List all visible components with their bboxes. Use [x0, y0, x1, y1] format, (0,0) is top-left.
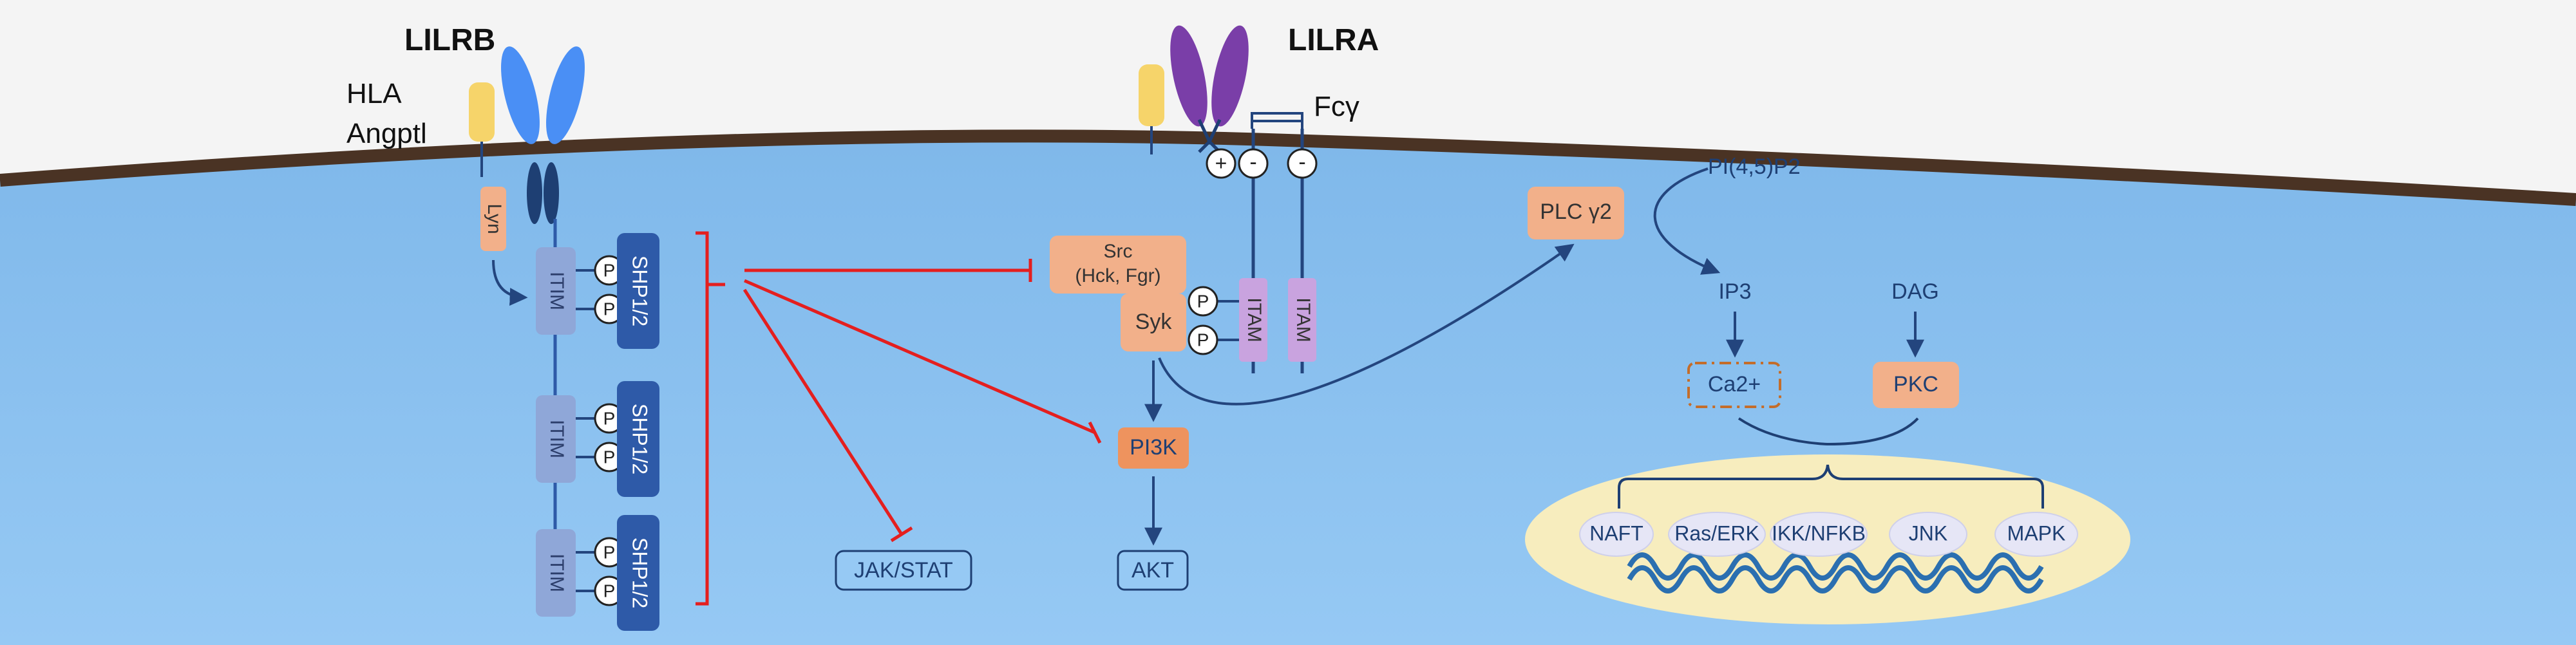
lilra-ig-domain-left [1170, 25, 1208, 127]
svg-text:JAK/STAT: JAK/STAT [854, 558, 953, 583]
itam-motif-1: ITAM [1239, 278, 1267, 362]
transcription-factor: MAPK [1994, 512, 2078, 557]
transcription-factor: Ras/ERK [1668, 512, 1766, 557]
transcription-factor: IKK/NFKB [1770, 512, 1868, 557]
lilrb-tm-left [527, 162, 542, 224]
shp-label: SHP1/2 [629, 256, 652, 326]
phospho-site: P [594, 537, 625, 568]
transcription-factor-label: MAPK [2007, 521, 2066, 545]
pip2-to-ip3-arrow [1653, 167, 1721, 275]
lilrb-ig-domain-right [546, 46, 585, 144]
lilra-hinge [1197, 118, 1222, 153]
transcription-factor-label: JNK [1909, 521, 1947, 545]
hla-label: HLA [346, 78, 402, 109]
angptl-label: Angptl [346, 118, 427, 149]
svg-text:+: + [1215, 151, 1227, 174]
shp-phosphatase: SHP1/2 [617, 515, 659, 631]
svg-text:P: P [1197, 291, 1209, 311]
pip2-label: PI(4,5)P2 [1708, 154, 1801, 179]
svg-text:PKC: PKC [1893, 372, 1938, 397]
svg-text:P: P [603, 542, 616, 562]
plasma-membrane [0, 129, 2576, 206]
svg-text:Src: Src [1104, 241, 1133, 262]
transcription-factor-label: NAFT [1589, 521, 1643, 545]
syk-phospho-1: P [1188, 286, 1239, 317]
svg-text:ITAM: ITAM [1293, 297, 1314, 342]
phospho-site: P [594, 294, 625, 324]
shp-label: SHP1/2 [629, 538, 652, 608]
svg-text:PI3K: PI3K [1130, 435, 1177, 460]
transcription-factor: JNK [1889, 512, 1967, 557]
phospho-site: P [594, 403, 625, 434]
pkc-node: PKC [1873, 362, 1959, 408]
itim-unit: ITIM PP SHP1/2 [536, 381, 659, 497]
inhibition-bracket [696, 231, 725, 606]
transcription-factor-label: IKK/NFKB [1772, 521, 1866, 545]
pi3k-node: PI3K [1118, 427, 1189, 469]
plcg2-node: PLC γ2 [1528, 187, 1624, 239]
ca2-node: Ca2+ [1687, 362, 1781, 408]
ip3-label: IP3 [1718, 279, 1751, 304]
lilrb-tm-right [544, 162, 559, 224]
svg-text:P: P [1197, 330, 1209, 350]
inhibit-jakstat [743, 288, 913, 543]
transcription-factor-label: Ras/ERK [1674, 521, 1759, 545]
svg-text:AKT: AKT [1132, 558, 1174, 583]
syk-phospho-2: P [1188, 324, 1239, 355]
svg-text:P: P [603, 299, 616, 319]
itim-label: ITIM [546, 272, 567, 310]
svg-text:P: P [603, 581, 616, 601]
syk-to-plcg2-arrow [1158, 243, 1575, 406]
transcription-brace [1618, 464, 2044, 509]
svg-text:PLC γ2: PLC γ2 [1540, 200, 1612, 224]
svg-text:-: - [1249, 150, 1256, 174]
lilrb-label: LILRB [404, 23, 495, 57]
lyn-label: Lyn [484, 203, 505, 234]
inhibit-src [744, 259, 1032, 282]
src-kinase: Src (Hck, Fgr) [1050, 236, 1186, 294]
svg-text:ITAM: ITAM [1244, 297, 1265, 342]
dna-helix [1627, 552, 2044, 594]
itam-motif-2: ITAM [1288, 278, 1316, 362]
shp-label: SHP1/2 [629, 404, 652, 474]
svg-text:-: - [1298, 150, 1305, 174]
svg-text:P: P [603, 408, 616, 428]
lilra-ligand [1139, 64, 1164, 126]
lyn-kinase: Lyn [480, 187, 506, 251]
inhibit-pi3k [744, 279, 1102, 444]
svg-text:(Hck, Fgr): (Hck, Fgr) [1075, 265, 1160, 286]
fcgamma-label: Fcγ [1314, 91, 1359, 122]
lyn-arrow [492, 259, 528, 306]
charge-minus-2: - [1287, 148, 1318, 179]
fcgamma-chain [1251, 112, 1303, 129]
jak-stat-node: JAK/STAT [835, 550, 972, 591]
svg-text:Syk: Syk [1135, 310, 1173, 334]
lilrb-ligand [469, 82, 495, 142]
transcription-factors: NAFT Ras/ERK IKK/NFKB JNK MAPK [1579, 512, 2078, 557]
charge-plus: + [1206, 148, 1236, 179]
svg-text:Ca2+: Ca2+ [1708, 372, 1761, 397]
lilra-label: LILRA [1288, 23, 1379, 57]
syk-kinase: Syk [1121, 294, 1186, 351]
cell-interior [0, 136, 2576, 645]
transcription-factor: NAFT [1579, 512, 1654, 557]
shp-phosphatase: SHP1/2 [617, 381, 659, 497]
itim-unit: ITIM PP SHP1/2 [536, 515, 659, 631]
dag-label: DAG [1891, 279, 1939, 304]
lilra-ig-domain-right [1211, 25, 1249, 127]
itim-unit: ITIM PP SHP1/2 [536, 233, 659, 349]
charge-minus-1: - [1238, 148, 1269, 179]
akt-node: AKT [1117, 550, 1189, 591]
shp-phosphatase: SHP1/2 [617, 233, 659, 349]
convergence-brace [1738, 417, 1919, 446]
itim-label: ITIM [546, 554, 567, 592]
svg-text:P: P [603, 447, 616, 467]
svg-text:P: P [603, 260, 616, 280]
lilrb-ig-domain-left [501, 46, 540, 144]
phospho-site: P [594, 442, 625, 472]
itim-label: ITIM [546, 420, 567, 458]
